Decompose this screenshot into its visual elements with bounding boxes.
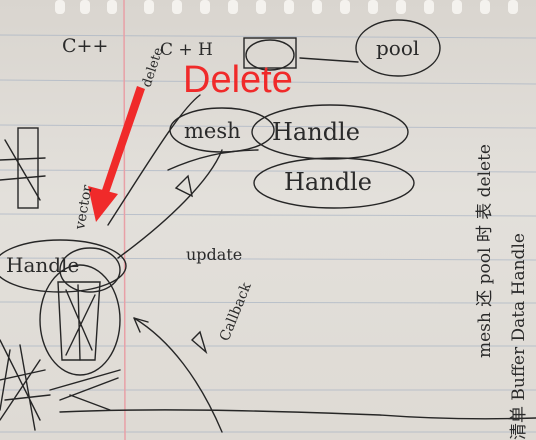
margin-line: [123, 0, 126, 440]
rule-lines: [0, 34, 536, 433]
x-mark-text: C + H: [160, 40, 213, 60]
ink-strokes: [0, 19, 536, 433]
delete-text: delete: [140, 46, 167, 90]
mesh-text: mesh: [184, 119, 241, 143]
handle-text-1: Handle: [272, 118, 360, 146]
update-text: update: [186, 245, 242, 264]
vector-text: vector: [72, 184, 96, 232]
callback-text: Callback: [217, 280, 255, 344]
handle-text-2: Handle: [284, 168, 372, 196]
mesh-pool-delete-note: mesh 还 pool 时 表 delete: [475, 144, 495, 358]
handle-left-text: Handle: [6, 253, 79, 277]
red-arrow: [88, 86, 145, 222]
spiral-holes: [55, 0, 518, 14]
buffer-data-handle-note: 清单 Buffer Data Handle: [509, 233, 529, 440]
pool-text: pool: [376, 36, 419, 60]
delete-annotation: Delete: [183, 59, 293, 101]
cpp-text: C++: [62, 35, 108, 57]
